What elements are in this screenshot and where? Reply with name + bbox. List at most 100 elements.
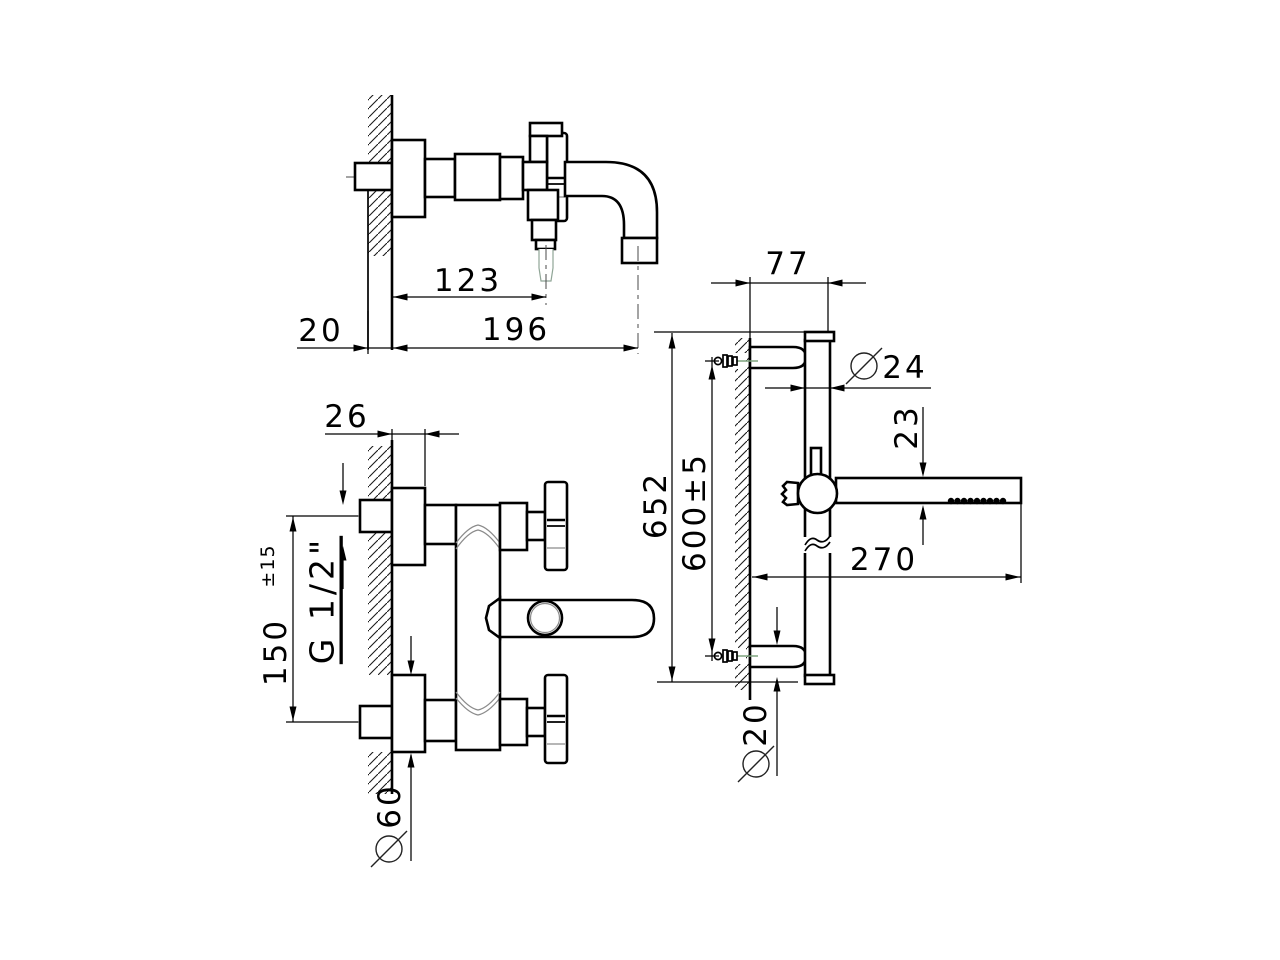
wall-hatch [368, 752, 392, 794]
diameter-symbol-circle [850, 352, 878, 380]
lever-cap-inner-circle [529, 602, 561, 634]
wall-hatch [368, 532, 392, 675]
hex-nut-top [358, 498, 394, 534]
diameter-symbol-slash [370, 830, 408, 868]
wall-hatch [368, 446, 392, 500]
dim-arrow [753, 573, 768, 581]
dim-arrow [830, 384, 845, 392]
screw-band [727, 355, 733, 367]
body-chamfer-line [455, 529, 501, 550]
body-chamfer-line [455, 697, 501, 716]
dim-label-23: 23 [889, 404, 925, 449]
wall-hatch [368, 190, 392, 256]
pipe-section [498, 155, 525, 201]
pipe-section [453, 152, 502, 202]
screw-band [732, 651, 738, 661]
dim-arrow [339, 490, 347, 505]
valve-body-step [530, 218, 558, 242]
inlet-pipe-bottom [423, 698, 458, 743]
holder-clip [780, 480, 800, 507]
valve-stem-top [525, 510, 547, 542]
valve-body-lower [526, 188, 560, 222]
lever-cap-circle [526, 599, 564, 637]
valve-body-bottom [498, 697, 529, 747]
dim-arrow [790, 384, 805, 392]
screw-band [732, 356, 738, 366]
rail-top-cap [803, 330, 836, 343]
eccentric-flange-bottom [390, 673, 427, 754]
dim-arrow [773, 677, 781, 692]
dim-label-196: 196 [482, 312, 550, 348]
valve-bonnet [528, 134, 549, 164]
break-line [804, 541, 831, 552]
dim-arrow [377, 430, 392, 438]
diameter-symbol-slash [845, 347, 883, 385]
wall-flange [390, 138, 427, 219]
dim-arrow [393, 344, 408, 352]
wall-hatch [735, 338, 750, 690]
diameter-symbol-slash [737, 745, 775, 783]
view-mixer-front: 26 G 1/2" 150 ±15 60 [257, 399, 656, 868]
dim-arrow [919, 505, 927, 520]
dim-label-d60: 60 [372, 783, 408, 828]
rail-break-symbol [802, 535, 833, 553]
dim-arrow [773, 630, 781, 645]
dim-label-123: 123 [434, 263, 502, 299]
dim-label-270: 270 [850, 542, 918, 578]
spout [563, 160, 659, 240]
view-rail-side: 77 24 23 652 600±5 270 [638, 246, 1023, 783]
wall-bracket-top [748, 345, 808, 370]
dim-label-d20: 20 [738, 701, 774, 746]
handshower-holder [796, 472, 839, 515]
dim-arrow [289, 517, 297, 532]
diameter-symbol-circle [375, 835, 403, 863]
dim-label-77: 77 [765, 246, 810, 282]
view-spout-side: 123 20 196 [297, 95, 659, 354]
dim-arrow [828, 279, 843, 287]
wall-bracket-bottom [748, 644, 808, 669]
dim-arrow [425, 430, 440, 438]
dim-arrow [919, 462, 927, 477]
diameter-symbol [370, 830, 408, 868]
dim-arrow [668, 666, 676, 681]
valve-stem-bottom [525, 706, 547, 738]
diameter-symbol-circle [742, 750, 770, 778]
diameter-symbol [845, 347, 883, 385]
eccentric-flange-top [390, 486, 427, 567]
dim-arrow [531, 293, 546, 301]
dim-label-20: 20 [298, 313, 343, 349]
thread-label: G 1/2" [303, 536, 342, 664]
valve-cap [528, 121, 564, 138]
break-line [804, 535, 831, 546]
dim-label-600: 600±5 [677, 452, 713, 572]
valve-body [521, 160, 549, 192]
body-chamfer-line [455, 524, 501, 544]
valve-body-top [498, 501, 529, 552]
dim-label-150: 150 [258, 618, 294, 686]
screw-band [722, 354, 728, 368]
wall-hatch [368, 95, 392, 163]
screw-band [722, 649, 728, 663]
dim-arrow [353, 344, 368, 352]
dim-arrow [623, 344, 638, 352]
body-chamfer-line [455, 691, 501, 711]
dim-arrow [735, 279, 750, 287]
diameter-symbol [737, 745, 775, 783]
hex-nut-bottom [358, 704, 394, 740]
spout-nozzle [620, 236, 659, 265]
dim-label-26: 26 [324, 399, 369, 435]
dim-arrow [289, 706, 297, 721]
pipe-section [423, 157, 457, 199]
supply-fitting [353, 161, 394, 192]
dim-label-d24: 24 [882, 350, 927, 386]
lever-handle [498, 598, 656, 639]
dim-arrow [407, 753, 415, 768]
dim-arrow [668, 334, 676, 349]
dim-label-150-tolerance: ±15 [257, 544, 279, 587]
dim-label-652: 652 [638, 471, 674, 539]
wall-anchor-screw-bottom [712, 648, 758, 664]
inlet-pipe-top [423, 503, 458, 546]
screw-band [727, 650, 733, 662]
